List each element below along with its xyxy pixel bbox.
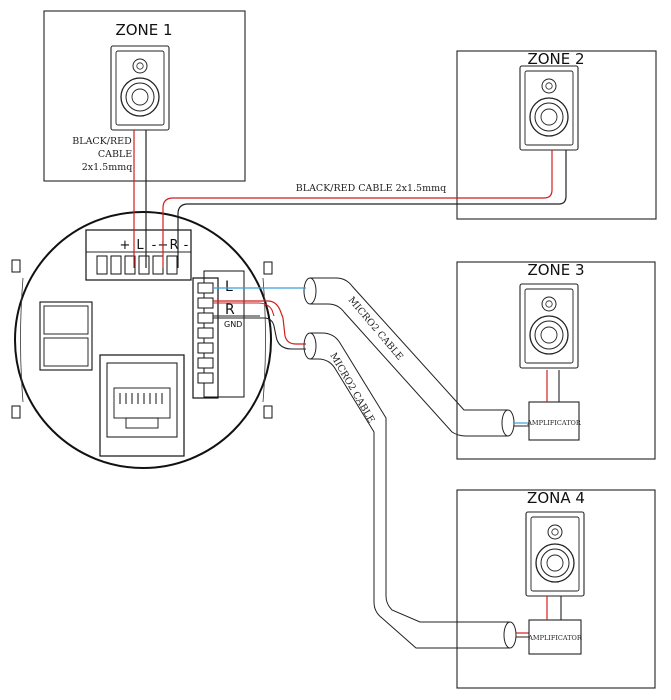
- zone-1-box: ZONE 1: [43, 10, 246, 182]
- terminal-label-side-l: L: [225, 279, 233, 295]
- zone-1-wires: [133, 130, 147, 268]
- terminal-label-r: R: [169, 238, 178, 253]
- terminal-label-side-gnd: GND: [224, 320, 242, 329]
- zone-1-cable-label-line-3: 2x1.5mmq: [82, 162, 133, 173]
- zone-2-title: ZONE 2: [527, 50, 584, 68]
- zone-3-speaker-icon: [519, 283, 579, 369]
- zone-2-box: ZONE 2: [456, 50, 657, 220]
- zone-1-cable-label-line-1: BLACK/RED: [72, 136, 132, 147]
- zone-2-speaker-icon: [519, 65, 579, 151]
- micro-cable-upper: [303, 277, 515, 437]
- top-terminal-block: + L - + R -: [85, 229, 192, 281]
- zone-3-amplifier: AMPLIFICATOR: [514, 370, 582, 441]
- signal-wires: [213, 287, 306, 350]
- terminal-label-side-r: R: [225, 302, 235, 318]
- zone-2-cable-label: BLACK/RED CABLE 2x1.5mmq: [296, 183, 446, 194]
- zone-4-box: ZONA 4: [456, 489, 656, 689]
- controller-body: [11, 211, 273, 469]
- left-module: [39, 301, 93, 371]
- zone-3-box: ZONE 3: [456, 261, 656, 460]
- terminal-label-minus-r: -: [184, 238, 189, 253]
- zone-1-title: ZONE 1: [115, 21, 172, 39]
- terminal-label-plus-l: +: [120, 238, 131, 253]
- micro-cable-lower: [303, 332, 517, 649]
- zone-3-title: ZONE 3: [527, 261, 584, 279]
- zone-3-amplifier-label: AMPLIFICATOR: [526, 419, 582, 427]
- zone-1-cable-label-line-2: CABLE: [98, 149, 132, 160]
- zone-4-title: ZONA 4: [527, 489, 585, 507]
- zone-2-wires: [162, 150, 567, 268]
- zone-4-amplifier-label: AMPLIFICATOR: [527, 634, 583, 642]
- side-terminal-block: L R GND: [192, 270, 245, 399]
- micro-cable-upper-label: MICRO2 CABLE: [346, 295, 405, 363]
- zone-1-speaker-icon: [110, 45, 170, 131]
- terminal-label-l: L: [136, 238, 144, 253]
- ethernet-port: [99, 354, 185, 457]
- zone-4-speaker-icon: [525, 511, 585, 597]
- zone-4-amplifier: AMPLIFICATOR: [516, 596, 583, 655]
- terminal-label-minus-l: -: [152, 238, 157, 253]
